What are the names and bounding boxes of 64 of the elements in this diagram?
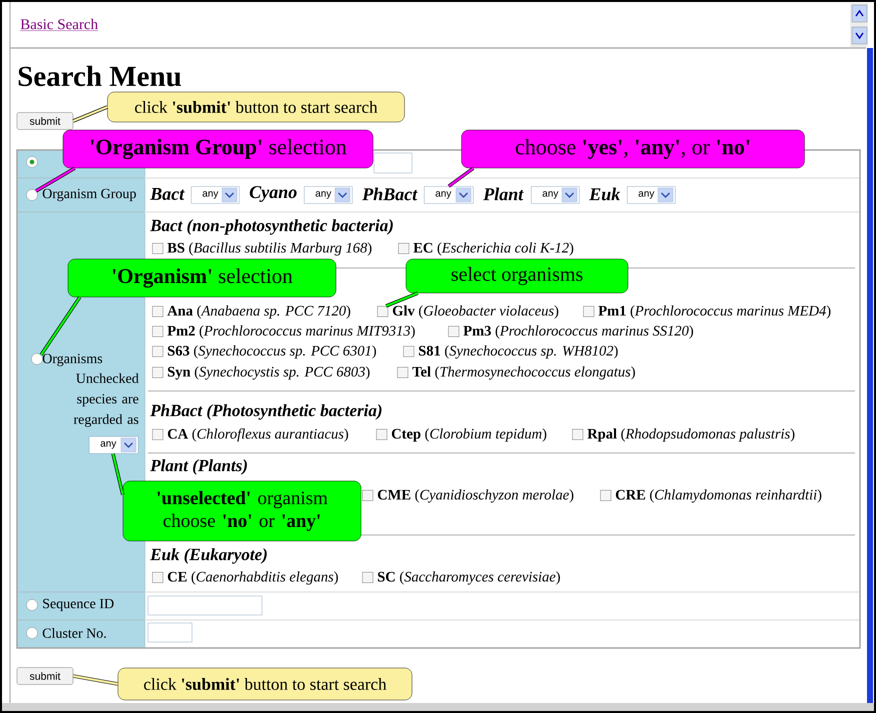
field-label: Sequence ID xyxy=(43,598,114,612)
callout: 'Organism' selection xyxy=(68,258,336,298)
link: Basic Search xyxy=(20,18,98,31)
field-label: Cluster No. xyxy=(42,628,106,638)
field-note: Unchecked species are regarded as xyxy=(74,373,139,427)
field-label: Organisms xyxy=(42,354,102,366)
checkbox-option: CE (Caenorhabditis elegans) xyxy=(152,571,338,585)
checkbox-option: CME (Cyanidioschyzon merolae) xyxy=(362,489,574,503)
group-heading: PhBact (Photosynthetic bacteria) xyxy=(150,404,382,420)
callout: click 'submit' button to start search xyxy=(118,668,412,700)
checkbox-option: BS (Bacillus subtilis Marburg 168) xyxy=(152,242,372,256)
radio-button xyxy=(26,599,38,611)
radio-button xyxy=(31,353,43,365)
group-heading: Euk (Eukaryote) xyxy=(150,548,267,564)
checkbox-option: S81 (Synechococcus sp. WH8102) xyxy=(402,345,618,359)
group-name: Euk xyxy=(589,188,620,200)
leader-line xyxy=(385,292,418,308)
callout: click 'submit' button to start search xyxy=(107,92,405,122)
submit-button: submit xyxy=(16,112,74,130)
leader-line xyxy=(111,453,124,496)
group-name: PhBact xyxy=(362,188,418,200)
checkbox-option: Pm1 (Prochlorococcus marinus MED4) xyxy=(582,305,830,319)
callout: 'Organism Group' selection xyxy=(62,130,374,168)
group-heading: Bact (non-photosynthetic bacteria) xyxy=(150,219,393,235)
checkbox-option: SC (Saccharomyces cerevisiae) xyxy=(362,571,560,585)
field-label: Organism Group xyxy=(42,188,136,202)
checkbox-option: Tel (Thermosynechococcus elongatus) xyxy=(396,366,635,380)
callout: 'unselected' organism choose 'no' or 'any' xyxy=(122,480,362,542)
checkbox-option: Ana (Anabaena sp. PCC 7120) xyxy=(152,305,350,319)
radio-button xyxy=(26,189,38,201)
group-name: Bact xyxy=(150,188,185,200)
radio-button xyxy=(26,156,38,168)
input-field xyxy=(148,596,262,616)
dropdown: any xyxy=(191,186,240,204)
group-name: Cyano xyxy=(250,186,297,202)
checkbox-option: Syn (Synechocystis sp. PCC 6803) xyxy=(152,366,370,380)
input-field xyxy=(148,622,192,642)
group-name: Plant xyxy=(483,188,524,200)
radio-button xyxy=(26,627,38,639)
callout: choose 'yes', 'any', or 'no' xyxy=(461,130,805,168)
leader-line xyxy=(72,674,118,686)
checkbox-option: S63 (Synechococcus sp. PCC 6301) xyxy=(152,345,376,359)
checkbox-option: EC (Escherichia coli K-12) xyxy=(398,242,574,256)
dropdown: any xyxy=(424,186,474,204)
leader-line xyxy=(40,296,82,356)
checkbox-option: Glv (Gloeobacter violaceus) xyxy=(376,305,558,319)
group-heading: Plant (Plants) xyxy=(150,459,247,475)
checkbox-option: Pm3 (Prochlorococcus marinus SS120) xyxy=(448,325,694,339)
leader-line xyxy=(448,166,474,188)
dropdown: any xyxy=(531,186,580,204)
checkbox-option: CA (Chloroflexus aurantiacus) xyxy=(152,428,348,442)
leader-line xyxy=(72,105,108,123)
page-title: Search Menu xyxy=(18,66,181,86)
checkbox-option: CRE (Chlamydomonas reinhardtii) xyxy=(600,489,822,503)
dropdown: any xyxy=(304,186,352,204)
checkbox-option: Rpal (Rhodopsudomonas palustris) xyxy=(572,428,794,442)
callout: select organisms xyxy=(406,258,628,294)
checkbox-option: Pm2 (Prochlorococcus marinus MIT9313) xyxy=(152,325,415,339)
submit-button: submit xyxy=(16,667,74,685)
checkbox-option: Ctep (Clorobium tepidum) xyxy=(376,428,546,442)
leader-line xyxy=(35,166,76,192)
dropdown: any xyxy=(627,186,676,204)
input-field xyxy=(374,152,412,174)
dropdown: any xyxy=(89,436,138,454)
